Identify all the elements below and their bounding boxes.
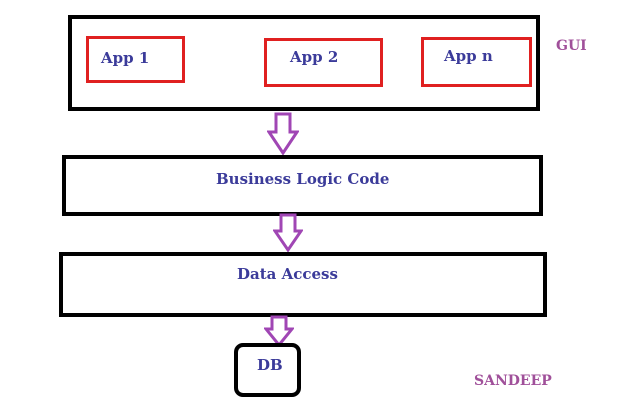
app-2-box — [264, 38, 383, 87]
app-1-box — [86, 36, 185, 83]
app-n-label: App n — [444, 47, 493, 65]
author-label: SANDEEP — [474, 373, 552, 389]
down-arrow-icon — [267, 112, 299, 156]
gui-label: GUI — [556, 38, 587, 54]
down-arrow-icon — [273, 213, 303, 253]
db-label: DB — [257, 356, 283, 374]
business-logic-label: Business Logic Code — [216, 170, 390, 188]
app-1-label: App 1 — [101, 49, 150, 67]
data-access-box — [59, 252, 547, 317]
down-arrow-icon — [264, 315, 294, 347]
app-2-label: App 2 — [290, 48, 339, 66]
db-box — [234, 343, 301, 397]
data-access-label: Data Access — [237, 265, 338, 283]
app-n-box — [421, 37, 532, 87]
business-logic-box — [62, 155, 543, 216]
